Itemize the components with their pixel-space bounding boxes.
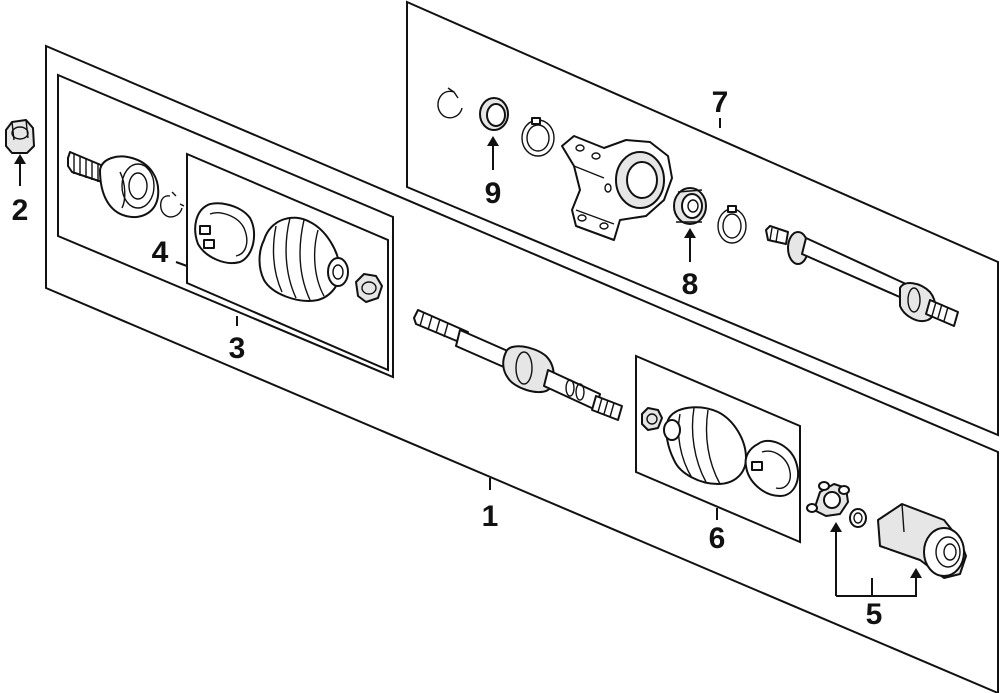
snap-ring-7b-part xyxy=(717,205,747,244)
inner-nut-part xyxy=(641,407,663,431)
boot-band-part xyxy=(194,202,256,264)
circlip-7-part xyxy=(437,87,463,119)
inner-joint-housing-part xyxy=(877,503,967,579)
bearing-support-bracket-part xyxy=(561,135,673,241)
frame-6-inner-boot-set xyxy=(635,354,801,544)
frame-7-half-shaft-assembly xyxy=(406,0,999,437)
callout-1: 1 xyxy=(482,500,499,533)
snap-ring-7-part xyxy=(521,117,555,157)
tripod-joint-part xyxy=(806,481,850,517)
snap-ring-part xyxy=(159,191,185,218)
callout-2: 2 xyxy=(12,194,29,227)
callout-5: 5 xyxy=(866,598,883,631)
leader-lines xyxy=(14,118,922,597)
callout-8: 8 xyxy=(682,268,699,301)
hex-nut-part xyxy=(5,119,35,154)
frame-3-outer-joint-set xyxy=(57,73,394,379)
frame-4-boot-set xyxy=(186,152,389,372)
circlip-part xyxy=(849,508,867,528)
frame-1-drive-shaft-assembly xyxy=(45,44,999,693)
callout-7: 7 xyxy=(712,86,729,119)
drive-shaft-part xyxy=(413,309,623,421)
outer-cv-joint-part xyxy=(67,151,160,218)
axle-nut-part xyxy=(355,273,383,303)
callout-4: 4 xyxy=(152,236,169,269)
inner-boot-band-part xyxy=(744,439,799,497)
inner-cv-boot-part xyxy=(663,406,747,485)
callout-3: 3 xyxy=(229,332,246,365)
intermediate-shaft-part xyxy=(765,225,959,327)
bearing-part xyxy=(673,187,707,225)
callout-9: 9 xyxy=(485,177,502,210)
outer-cv-boot-part xyxy=(258,216,349,302)
callout-6: 6 xyxy=(709,522,726,555)
dust-seal-part xyxy=(479,97,509,131)
